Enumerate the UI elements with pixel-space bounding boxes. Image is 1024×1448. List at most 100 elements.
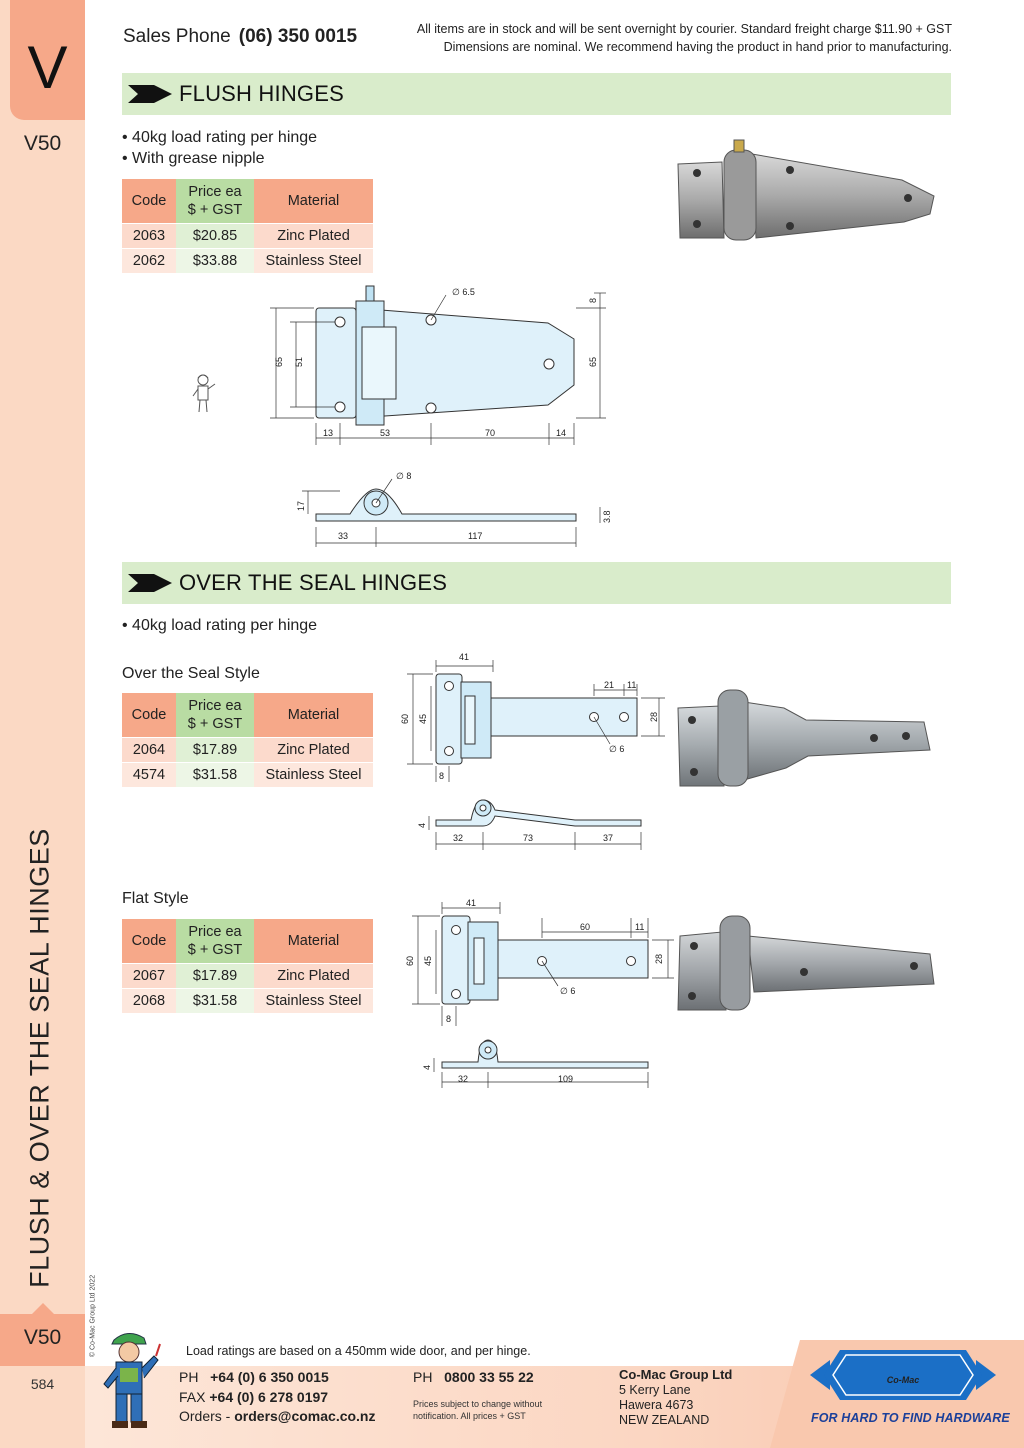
section-letter: V (27, 34, 68, 101)
cell-material: Zinc Plated (254, 962, 373, 988)
logo-text: Co-Mac (887, 1375, 920, 1385)
rail-vertical-title: FLUSH & OVER THE SEAL HINGES (24, 828, 55, 1288)
flush-bullets: • 40kg load rating per hinge • With grea… (122, 127, 317, 169)
dim-height-8: 8 (588, 298, 598, 303)
col-material: Material (254, 179, 373, 223)
ph2-number: 0800 33 55 22 (444, 1369, 534, 1385)
flush-price-table: Code Price ea$ + GST Material 2063 $20.8… (122, 179, 373, 273)
arrow-icon (128, 574, 172, 592)
dim-width-37: 37 (603, 833, 613, 843)
dim-thickness-17: 17 (296, 501, 306, 511)
mascot-sketch-icon (192, 374, 216, 413)
cell-code: 4574 (122, 761, 176, 787)
cell-price: $17.89 (176, 736, 254, 762)
table-row: 2062 $33.88 Stainless Steel (122, 247, 373, 273)
contact-block: PH +64 (0) 6 350 0015 FAX +64 (0) 6 278 … (179, 1368, 376, 1427)
company-address: Co-Mac Group Ltd 5 Kerry Lane Hawera 467… (619, 1367, 733, 1427)
col-code: Code (122, 179, 176, 223)
ots-style2-price-table: Code Price ea$ + GST Material 2067 $17.8… (122, 919, 373, 1013)
dim-width-41: 41 (466, 898, 476, 908)
flush-bullet-1: • 40kg load rating per hinge (122, 129, 318, 146)
flush-hinges-title: FLUSH HINGES (179, 81, 344, 106)
sales-phone-label: Sales Phone (123, 26, 231, 47)
dim-height-60: 60 (405, 956, 415, 966)
prices-note: Prices subject to change without notific… (413, 1399, 543, 1421)
orders-email[interactable]: orders@comac.co.nz (234, 1408, 376, 1424)
col-material: Material (254, 919, 373, 963)
col-code: Code (122, 693, 176, 737)
side-rail (0, 0, 85, 1448)
stock-notice: All items are in stock and will be sent … (417, 20, 952, 56)
dim-width-73: 73 (523, 833, 533, 843)
flush-hinges-header: FLUSH HINGES (122, 73, 951, 115)
dim-height-45: 45 (423, 956, 433, 966)
cell-price: $31.58 (176, 761, 254, 787)
dim-height-28: 28 (649, 712, 659, 722)
section-tab (10, 0, 85, 120)
dim-width-117: 117 (468, 531, 482, 541)
ph-label: PH (179, 1369, 199, 1385)
table-header-row: Code Price ea$ + GST Material (122, 919, 373, 963)
mascot-illustration-icon (103, 1333, 161, 1428)
ots-style2-photo (677, 915, 935, 1011)
dim-width-41: 41 (459, 652, 469, 662)
ots-style1-photo (677, 689, 931, 787)
dim-width-53: 53 (380, 428, 390, 438)
notice-line-2: Dimensions are nominal. We recommend hav… (443, 40, 952, 54)
notice-line-1: All items are in stock and will be sent … (416, 22, 952, 36)
sales-phone-number: (06) 350 0015 (238, 26, 358, 47)
fax-label: FAX (179, 1388, 206, 1405)
dim-height-45: 45 (418, 714, 428, 724)
dim-height-28: 28 (654, 954, 664, 964)
ots-hinges-title: OVER THE SEAL HINGES (179, 570, 448, 595)
table-header-row: Code Price ea$ + GST Material (122, 693, 373, 737)
flush-bullet-2: • With grease nipple (122, 150, 265, 167)
ots-hinges-header: OVER THE SEAL HINGES (122, 562, 951, 604)
dim-height-65: 65 (274, 357, 284, 367)
comac-logo: Co-Mac (810, 1350, 996, 1400)
dim-hole: ∅ 6 (560, 986, 575, 996)
table-row: 2063 $20.85 Zinc Plated (122, 222, 373, 248)
table-row: 4574 $31.58 Stainless Steel (122, 761, 373, 787)
cell-code: 2067 (122, 962, 176, 988)
cell-code: 2064 (122, 736, 176, 762)
cell-price: $33.88 (176, 247, 254, 273)
dim-height-60: 60 (400, 714, 410, 724)
dim-width-14: 14 (556, 428, 566, 438)
cell-price: $20.85 (176, 222, 254, 248)
cell-material: Stainless Steel (254, 761, 373, 787)
dim-thickness-4: 4 (422, 1065, 432, 1070)
dim-width-11: 11 (635, 922, 644, 932)
dim-width-60: 60 (580, 922, 590, 932)
dim-width-13: 13 (323, 428, 333, 438)
dim-width-32: 32 (453, 833, 463, 843)
table-row: 2068 $31.58 Stainless Steel (122, 987, 373, 1013)
cell-price: $17.89 (176, 962, 254, 988)
cell-material: Zinc Plated (254, 222, 373, 248)
sales-phone: Sales Phone (06) 350 0015 (123, 26, 357, 48)
cell-code: 2068 (122, 987, 176, 1013)
style1-label: Over the Seal Style (122, 665, 260, 682)
section-code-top: V50 (23, 132, 62, 155)
table-header-row: Code Price ea$ + GST Material (122, 179, 373, 223)
cell-material: Stainless Steel (254, 987, 373, 1013)
cell-material: Zinc Plated (254, 736, 373, 762)
dim-thickness-3-8: 3.8 (602, 510, 612, 523)
dim-pin: ∅ 8 (396, 471, 411, 481)
dim-width-32: 32 (458, 1074, 468, 1084)
dim-width-70: 70 (485, 428, 495, 438)
orders-label: Orders - (179, 1408, 231, 1424)
table-row: 2064 $17.89 Zinc Plated (122, 736, 373, 762)
tagline: FOR HARD TO FIND HARDWARE (811, 1411, 1010, 1425)
ots-style1-drawing: 41 21 11 60 45 28 ∅ 6 8 4 32 73 37 (400, 652, 665, 850)
col-price: Price ea$ + GST (176, 693, 254, 737)
flush-hinge-drawing: ∅ 6.5 65 51 8 65 13 53 70 14 ∅ 8 17 3.8 … (270, 285, 612, 547)
page-number: 584 (30, 1376, 55, 1392)
load-rating-note: Load ratings are based on a 450mm wide d… (186, 1344, 531, 1358)
fax-number: +64 (0) 6 278 0197 (209, 1388, 329, 1405)
dim-hole: ∅ 6.5 (452, 287, 475, 297)
dim-height-51: 51 (294, 357, 304, 367)
ots-style1-price-table: Code Price ea$ + GST Material 2064 $17.8… (122, 693, 373, 787)
company-name: Co-Mac Group Ltd (619, 1367, 733, 1382)
cell-code: 2063 (122, 222, 176, 248)
